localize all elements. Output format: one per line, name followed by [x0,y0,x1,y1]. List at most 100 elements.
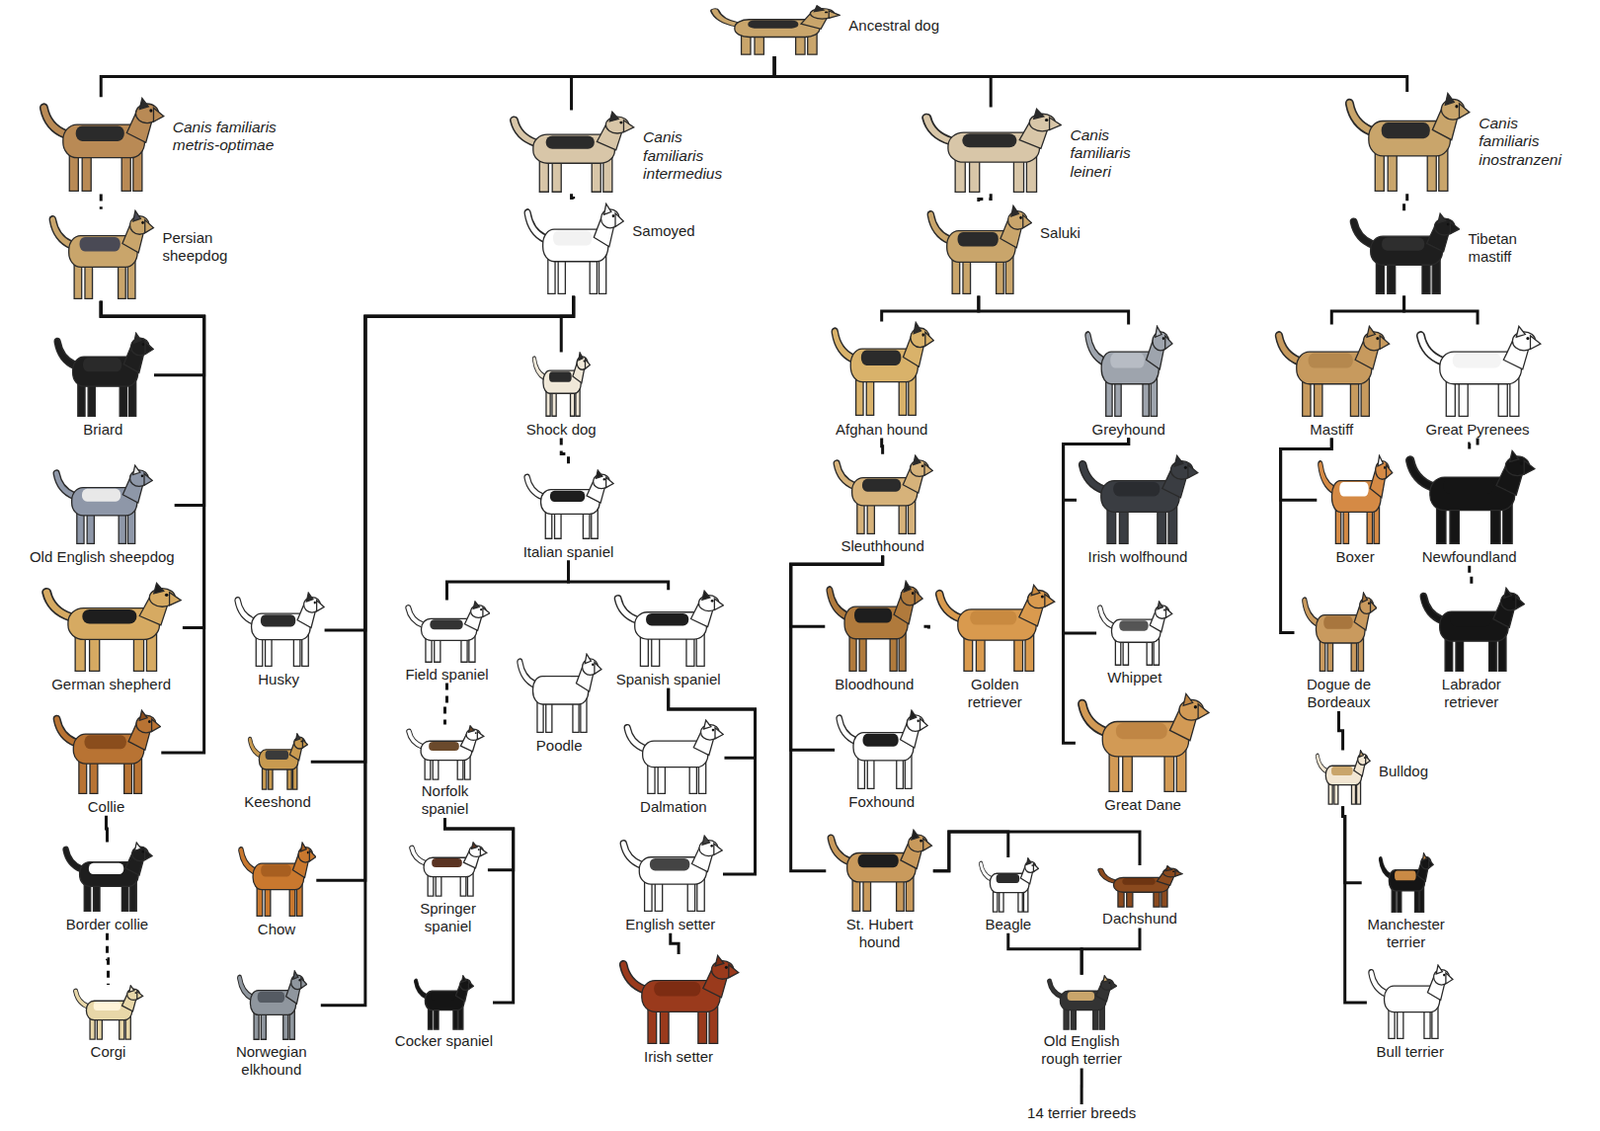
dog-tail [1317,756,1328,772]
dog-tail-outline [1279,334,1299,361]
dog-illustration [37,96,165,194]
dog-ear [154,582,164,594]
dog-tail-outline [249,739,261,756]
dog-eye [1019,215,1023,219]
dog-tail-outline [939,593,960,619]
breed-node: Ancestral dog [708,4,940,57]
tree-link [571,193,574,202]
dog-illustration [412,974,475,1032]
dog-eye [1172,871,1175,873]
dog-illustration [246,732,309,792]
tree-link [324,296,574,631]
dog-tail-outline [240,850,255,872]
dog-tail-outline [618,598,638,621]
dog-snout [137,990,144,999]
tree-link [1081,927,1140,974]
dog-ear [1444,92,1454,105]
dog-tail-outline [237,600,253,622]
dog-tail [836,463,855,485]
breed-node: English setter [618,834,723,934]
tree-link [774,56,1408,92]
dog-illustration [1316,454,1394,547]
breed-label: Bloodhound [834,675,914,694]
dog-tail-outline [416,980,428,996]
dog-tail-outline [1088,334,1104,361]
dog-tail-outline [980,863,992,879]
dog-ear [715,955,724,966]
dog-ear [578,352,583,361]
tree-link [791,555,883,750]
breed-label: Boxer [1335,548,1374,566]
dog-snout [469,980,475,989]
dog-saddle [431,991,456,1001]
dog-tail-outline [834,332,853,360]
dog-illustration [831,454,934,537]
dog-snout [920,718,929,730]
dog-tail-outline [1049,980,1062,996]
tree-link [880,438,884,455]
dog-eye [583,360,585,363]
breed-label: Dalmation [640,798,708,816]
dog-tail [76,990,88,1006]
dog-tail [416,980,428,996]
dog-saddle [93,1001,121,1011]
dog-tail-outline [527,212,546,239]
breed-label: Old English sheepdog [29,548,175,566]
dog-snout [1379,334,1390,349]
tree-link [791,555,883,871]
dog-tail [249,739,261,756]
dog-saddle [862,479,901,492]
dog-saddle [1449,612,1491,627]
dog-tail-outline [408,730,423,746]
dog-tail [240,850,255,872]
dog-tail-outline [1082,464,1104,489]
dog-illustration [52,331,155,419]
dog-ear [1423,853,1428,861]
dog-tail [627,727,645,749]
dog-tail-outline [831,838,850,862]
dog-eye [467,981,469,984]
dog-illustration [834,709,929,792]
breed-label: English setter [625,915,716,934]
breed-node: Greyhound [1083,324,1174,439]
dog-eye [1442,973,1445,977]
dog-eye [619,120,623,124]
dog-illustration [1348,212,1461,297]
dog-eye [921,333,925,337]
dog-tail [829,590,847,617]
dog-ear [604,203,612,215]
dog-tail-outline [1100,870,1116,882]
dog-tail [1409,460,1433,487]
dog-tail-outline [407,607,423,625]
dog-ear [1436,964,1442,974]
dog-eye [824,11,828,14]
dog-snout [1198,703,1209,719]
dog-snout [153,107,163,122]
tree-link [668,688,756,875]
dog-illustration [1083,324,1174,419]
dog-snout [594,662,602,675]
dog-tail [1049,980,1062,996]
dog-illustration [507,110,636,195]
dog-tail-outline [1100,607,1114,626]
dog-snout [1022,214,1032,228]
breed-node: Briard [52,331,155,439]
dog-snout [1449,222,1459,235]
breed-node: Bloodhound [824,579,924,694]
label-stack: Bull terrier [1376,1042,1444,1061]
dog-tail [1423,596,1441,621]
dog-illustration [617,954,740,1046]
breed-node: Border collie [61,841,154,933]
dog-ear [133,210,142,222]
dog-ear [1031,584,1040,595]
dog-tail [715,10,738,25]
breed-label: Tibetan mastiff [1467,230,1547,266]
dog-ear [609,111,619,122]
tree-link [1063,438,1129,635]
dog-saddle [957,231,998,246]
dog-snout [715,727,723,739]
dog-tail [980,863,992,879]
tree-link [560,438,568,471]
dog-eye [141,342,144,346]
